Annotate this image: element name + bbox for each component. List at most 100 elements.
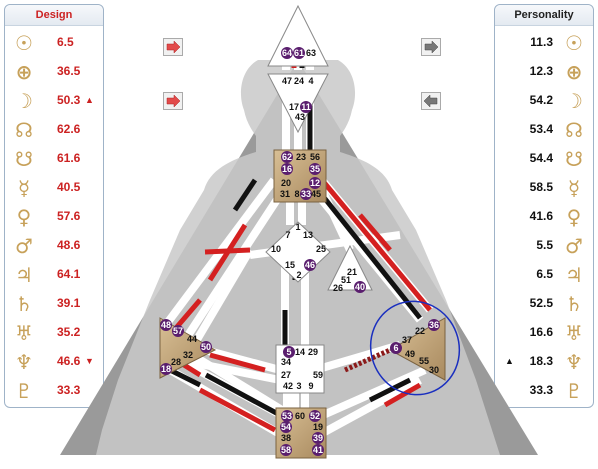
gate-label: 28 bbox=[171, 357, 181, 367]
planet-row: ⊕12.3 bbox=[495, 58, 593, 86]
north-node-icon: ☊ bbox=[15, 118, 33, 142]
planet-value: 39.1 bbox=[57, 296, 81, 310]
gate-label: 57 bbox=[173, 326, 183, 336]
planet-value: 5.5 bbox=[536, 238, 553, 252]
ajna-center bbox=[267, 73, 329, 134]
planet-value: 33.3 bbox=[529, 383, 553, 397]
gate-label: 34 bbox=[281, 357, 291, 367]
planet-row: ♄ 39.1 bbox=[5, 290, 103, 318]
planet-value: 46.6 bbox=[57, 354, 81, 368]
gate-label: 10 bbox=[271, 244, 281, 254]
gate-label: 44 bbox=[187, 334, 197, 344]
gate-label: 27 bbox=[281, 370, 291, 380]
personality-top-arrow-button[interactable] bbox=[421, 38, 441, 56]
gate-label: 64 bbox=[282, 48, 292, 58]
gate-label: 56 bbox=[310, 152, 320, 162]
planet-value: 53.4 bbox=[529, 122, 553, 136]
saturn-icon: ♄ bbox=[565, 292, 583, 316]
planet-row: ☋54.4 bbox=[495, 145, 593, 173]
pluto-icon: ♇ bbox=[15, 379, 33, 403]
planet-value: 57.6 bbox=[57, 209, 81, 223]
gate-label: 31 bbox=[280, 189, 290, 199]
gate-highlight bbox=[300, 101, 312, 113]
planet-row: ☿ 58.5 bbox=[495, 174, 593, 202]
gate-label: 38 bbox=[281, 433, 291, 443]
planet-value: 6.5 bbox=[57, 35, 74, 49]
saturn-icon: ♄ bbox=[15, 292, 33, 316]
planet-value: 58.5 bbox=[529, 180, 553, 194]
gate-highlight bbox=[281, 410, 293, 422]
design-title: Design bbox=[5, 5, 103, 26]
retrograde-marker: ▲ bbox=[505, 356, 514, 366]
gate-label: 15 bbox=[285, 260, 295, 270]
gate-label: 62 bbox=[282, 152, 292, 162]
right-arrow-icon bbox=[424, 40, 439, 54]
gate-highlight bbox=[281, 163, 293, 175]
planet-value: 40.5 bbox=[57, 180, 81, 194]
gate-highlight bbox=[309, 410, 321, 422]
gate-label: 12 bbox=[310, 178, 320, 188]
gate-highlight bbox=[293, 47, 305, 59]
gate-label: 41 bbox=[313, 445, 323, 455]
gate-label: 59 bbox=[313, 370, 323, 380]
gate-label: 54 bbox=[281, 422, 291, 432]
planet-row: ♃6.5 bbox=[495, 261, 593, 289]
planet-value: 6.5 bbox=[536, 267, 553, 281]
gate-label: 52 bbox=[310, 411, 320, 421]
gate-highlight bbox=[172, 325, 184, 337]
venus-icon: ♀ bbox=[566, 205, 582, 229]
personality-bottom-arrow-button[interactable] bbox=[421, 92, 441, 110]
gate-label: 39 bbox=[313, 433, 323, 443]
planet-value: 64.1 bbox=[57, 267, 81, 281]
planet-value: 48.6 bbox=[57, 238, 81, 252]
planet-value: 35.2 bbox=[57, 325, 81, 339]
planet-row: ♅35.2 bbox=[5, 319, 103, 347]
gate-label: 35 bbox=[310, 164, 320, 174]
sun-icon: ☉ bbox=[565, 31, 583, 55]
neptune-icon: ♆ bbox=[15, 350, 33, 374]
south-node-icon: ☋ bbox=[565, 147, 583, 171]
gate-label: 46 bbox=[305, 260, 315, 270]
gate-label: 53 bbox=[282, 411, 292, 421]
design-bottom-arrow-button[interactable] bbox=[163, 92, 183, 110]
venus-icon: ♀ bbox=[16, 205, 32, 229]
gate-label: 9 bbox=[308, 381, 313, 391]
planet-value: 52.5 bbox=[529, 296, 553, 310]
gate-label: 40 bbox=[355, 282, 365, 292]
gate-label: 24 bbox=[294, 76, 304, 86]
neptune-icon: ♆ bbox=[565, 350, 583, 374]
planet-value: 36.5 bbox=[57, 64, 81, 78]
planet-row: ♆18.3▲ bbox=[495, 348, 593, 376]
planet-row: ☉ 6.5 bbox=[5, 29, 103, 57]
earth-icon: ⊕ bbox=[15, 60, 33, 84]
gate-label: 63 bbox=[306, 48, 316, 58]
planet-row: ♀ 57.6 bbox=[5, 203, 103, 231]
gate-label: 19 bbox=[313, 422, 323, 432]
gate-label: 5 bbox=[286, 347, 291, 357]
gate-label: 29 bbox=[308, 347, 318, 357]
design-top-arrow-button[interactable] bbox=[163, 38, 183, 56]
planet-row: ♀41.6 bbox=[495, 203, 593, 231]
mercury-icon: ☿ bbox=[567, 176, 581, 200]
gate-highlight bbox=[281, 151, 293, 163]
sun-icon: ☉ bbox=[15, 31, 33, 55]
gate-label: 21 bbox=[347, 267, 357, 277]
gate-label: 48 bbox=[161, 320, 171, 330]
gate-label: 30 bbox=[429, 365, 439, 375]
gate-label: 8 bbox=[294, 189, 299, 199]
gate-label: 6 bbox=[393, 343, 398, 353]
planet-row: ♆46.6▼ bbox=[5, 348, 103, 376]
gate-label: 26 bbox=[333, 283, 343, 293]
gate-label: 33 bbox=[301, 189, 311, 199]
gate-label: 37 bbox=[402, 335, 412, 345]
north-node-icon: ☊ bbox=[565, 118, 583, 142]
gate-label: 22 bbox=[415, 326, 425, 336]
gate-highlight bbox=[309, 177, 321, 189]
planet-value: 61.6 bbox=[57, 151, 81, 165]
planet-value: 62.6 bbox=[57, 122, 81, 136]
planet-row: ♇33.3 bbox=[5, 377, 103, 405]
gate-label: 42 bbox=[283, 381, 293, 391]
gate-label: 60 bbox=[295, 411, 305, 421]
planet-row: ☿40.5 bbox=[5, 174, 103, 202]
